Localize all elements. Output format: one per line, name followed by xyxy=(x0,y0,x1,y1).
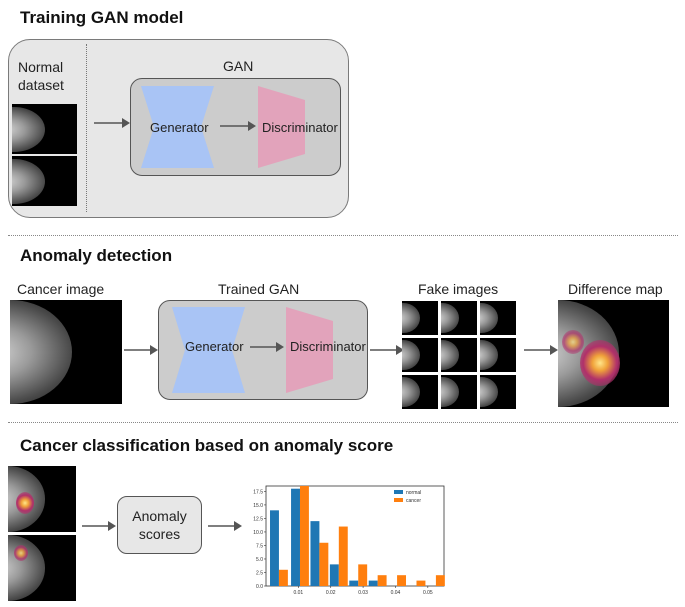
cancer-image-label: Cancer image xyxy=(17,281,105,297)
fake-image xyxy=(441,301,477,335)
bar-cancer xyxy=(299,486,309,586)
y-tick-label: 15.0 xyxy=(253,503,263,509)
y-tick-label: 7.5 xyxy=(256,543,263,549)
bar-cancer xyxy=(319,542,329,586)
y-tick-label: 0.0 xyxy=(256,584,263,590)
fake-images-grid xyxy=(402,301,516,409)
generator-to-discriminator-arrow xyxy=(220,121,256,131)
y-tick-label: 2.5 xyxy=(256,570,263,576)
bar-cancer xyxy=(435,575,445,586)
fake-images-label: Fake images xyxy=(418,281,499,297)
legend-swatch-cancer xyxy=(394,498,403,502)
bar-normal xyxy=(329,564,339,586)
fake-image xyxy=(480,338,516,372)
discriminator-label: Discriminator xyxy=(262,120,338,135)
bar-cancer xyxy=(416,580,426,586)
y-tick-label: 10.0 xyxy=(253,530,263,536)
bar-cancer xyxy=(278,569,288,586)
trained-generator-shape xyxy=(172,307,245,393)
difference-map-label: Difference map xyxy=(568,281,663,297)
legend-label-cancer: cancer xyxy=(406,498,421,504)
gan-to-fake-arrow xyxy=(370,345,404,355)
difference-map-image xyxy=(558,300,669,407)
x-tick-label: 0.01 xyxy=(293,590,303,596)
cancer-to-gan-arrow xyxy=(124,345,158,355)
y-tick-label: 5.0 xyxy=(256,557,263,563)
detection-section-title: Anomaly detection xyxy=(20,246,173,265)
legend-swatch-normal xyxy=(394,490,403,494)
anomaly-scores-box: Anomaly scores xyxy=(117,496,202,554)
fake-image xyxy=(402,338,438,372)
generator-label: Generator xyxy=(150,120,209,135)
bar-normal xyxy=(368,580,378,586)
section-divider-2 xyxy=(8,422,678,423)
scores-to-histogram-arrow xyxy=(208,521,242,531)
normal-mammogram-1 xyxy=(12,104,77,154)
bar-cancer xyxy=(377,575,387,586)
normal-mammogram-2 xyxy=(12,156,77,206)
trained-generator-label: Generator xyxy=(185,339,244,354)
difference-map-sample-1 xyxy=(8,466,76,532)
fake-image xyxy=(480,375,516,409)
x-tick-label: 0.02 xyxy=(326,590,336,596)
x-tick-label: 0.04 xyxy=(391,590,401,596)
classification-section-title: Cancer classification based on anomaly s… xyxy=(20,436,394,455)
trained-discriminator-label: Discriminator xyxy=(290,339,366,354)
x-tick-label: 0.03 xyxy=(358,590,368,596)
anomaly-score-histogram: 0.0 2.5 5.0 7.5 10.0 12.5 15.0 17.5 0.01 0.02 0.03… xyxy=(253,485,445,596)
section-divider-1 xyxy=(8,235,678,236)
training-section-title: Training GAN model xyxy=(20,8,184,27)
fake-image xyxy=(441,375,477,409)
x-tick-label: 0.05 xyxy=(423,590,433,596)
y-tick-label: 17.5 xyxy=(253,489,263,495)
bar-normal xyxy=(349,580,359,586)
fake-image xyxy=(402,301,438,335)
y-tick-label: 12.5 xyxy=(253,516,263,522)
difference-map-sample-2 xyxy=(8,535,76,601)
bar-normal xyxy=(270,510,279,586)
trained-gan-label: Trained GAN xyxy=(218,281,300,297)
bar-cancer xyxy=(397,575,407,586)
images-to-scores-arrow xyxy=(82,521,116,531)
legend-label-normal: normal xyxy=(406,490,421,496)
fake-image xyxy=(402,375,438,409)
fake-image xyxy=(441,338,477,372)
bar-normal xyxy=(291,488,300,586)
trained-discriminator-shape xyxy=(286,307,333,393)
fake-to-difference-arrow xyxy=(524,345,558,355)
bar-cancer xyxy=(338,526,348,586)
bar-normal xyxy=(310,521,320,586)
training-arrow xyxy=(94,118,130,128)
trained-generator-to-discriminator-arrow xyxy=(250,342,284,352)
fake-image xyxy=(480,301,516,335)
gan-label: GAN xyxy=(223,58,254,74)
generator-shape xyxy=(141,86,214,168)
cancer-mammogram xyxy=(10,300,122,404)
discriminator-shape xyxy=(258,86,305,168)
bar-cancer xyxy=(358,564,368,586)
training-divider xyxy=(86,44,87,212)
normal-dataset-label: Normal dataset xyxy=(18,59,64,93)
